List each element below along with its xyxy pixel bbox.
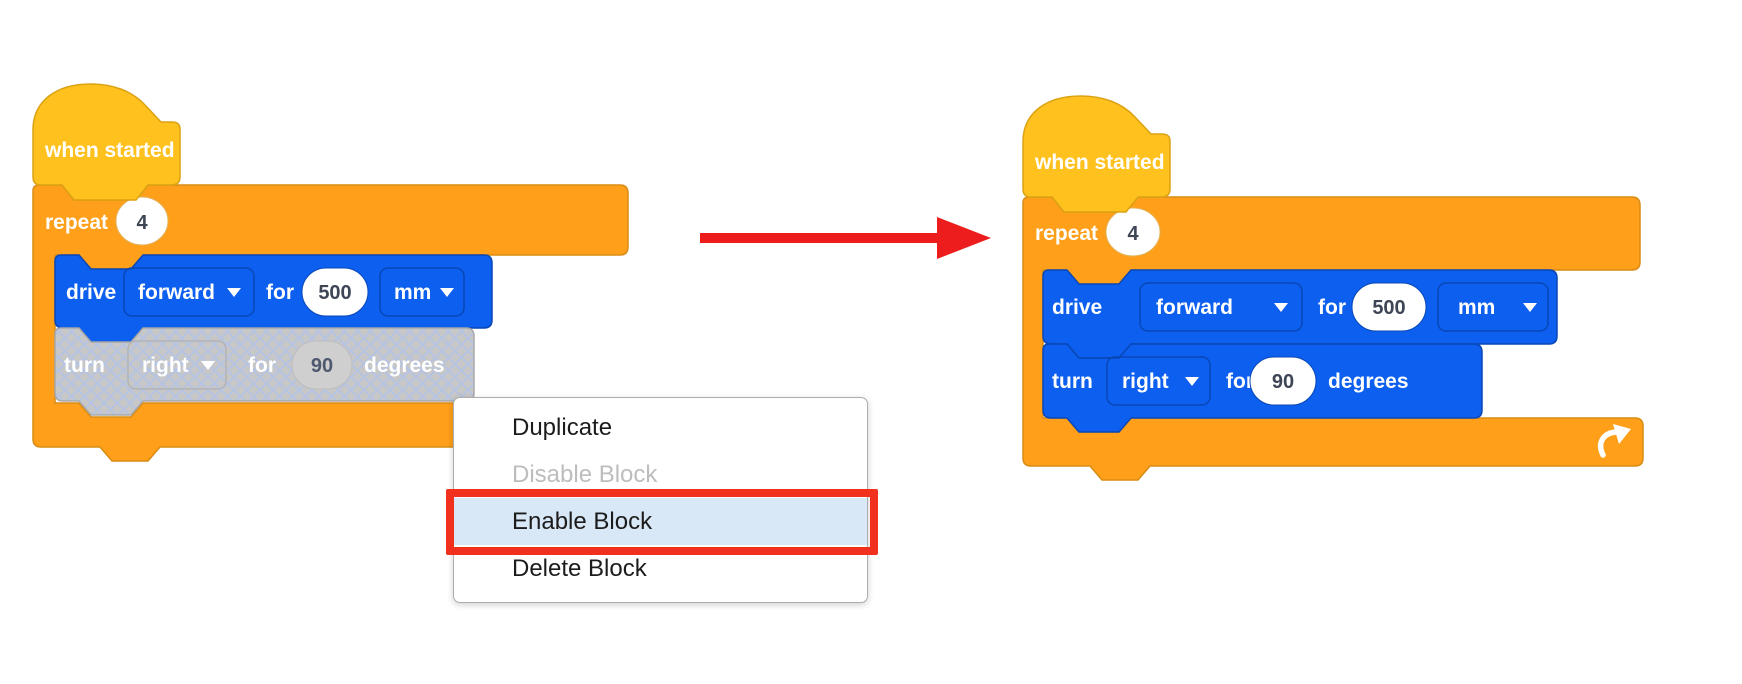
chevron-down-icon <box>201 361 215 370</box>
menu-item-duplicate[interactable]: Duplicate <box>512 413 613 441</box>
turn-angle-left: 90 <box>311 355 333 377</box>
menu-item-disable-block[interactable]: Disable Block <box>512 460 658 488</box>
transition-arrow <box>700 217 991 259</box>
drive-distance-input-left[interactable]: 500 <box>301 267 369 317</box>
when-started-hat-left[interactable] <box>32 83 181 201</box>
repeat-label-right: repeat <box>1035 222 1098 245</box>
turn-label-left: turn <box>64 354 105 377</box>
turn-direction-dropdown-right[interactable]: right <box>1106 356 1211 406</box>
drive-label-left: drive <box>66 281 116 304</box>
repeat-count-right: 4 <box>1127 223 1139 245</box>
drive-block-right[interactable] <box>1042 269 1558 359</box>
chevron-down-icon <box>440 288 454 297</box>
chevron-down-icon <box>1185 377 1199 386</box>
drive-direction-label-left: forward <box>138 281 215 304</box>
turn-direction-dropdown-left[interactable]: right <box>127 340 227 390</box>
menu-item-enable-block[interactable]: Enable Block <box>454 498 867 545</box>
context-menu: Duplicate Disable Block Enable Block Del… <box>453 397 868 603</box>
chevron-down-icon <box>227 288 241 297</box>
turn-for-label-left: for <box>248 354 276 377</box>
drive-direction-dropdown-left[interactable]: forward <box>123 267 255 317</box>
turn-angle-input-right[interactable]: 90 <box>1249 356 1317 406</box>
drive-unit-label-right: mm <box>1458 296 1495 319</box>
turn-unit-label-left: degrees <box>364 354 445 377</box>
drive-unit-dropdown-left[interactable]: mm <box>379 267 465 317</box>
turn-unit-label-right: degrees <box>1328 370 1409 393</box>
turn-for-label-right: for <box>1226 370 1254 393</box>
repeat-count-input-right[interactable]: 4 <box>1105 207 1161 257</box>
drive-for-label-right: for <box>1318 296 1346 319</box>
drive-direction-dropdown-right[interactable]: forward <box>1139 282 1303 332</box>
repeat-block-right[interactable] <box>1022 196 1644 481</box>
turn-angle-right: 90 <box>1272 371 1294 393</box>
when-started-hat-right[interactable] <box>1022 95 1171 213</box>
drive-distance-right: 500 <box>1372 297 1405 319</box>
drive-distance-left: 500 <box>318 282 351 304</box>
chevron-down-icon <box>1274 303 1288 312</box>
repeat-loop-arrow-icon <box>1597 424 1631 458</box>
drive-direction-label-right: forward <box>1156 296 1233 319</box>
drive-unit-dropdown-right[interactable]: mm <box>1437 282 1549 332</box>
repeat-label-left: repeat <box>45 211 108 234</box>
turn-direction-label-left: right <box>142 354 189 377</box>
turn-angle-input-left[interactable]: 90 <box>291 340 353 390</box>
drive-for-label-left: for <box>266 281 294 304</box>
chevron-down-icon <box>1523 303 1537 312</box>
drive-distance-input-right[interactable]: 500 <box>1351 282 1427 332</box>
drive-block-left[interactable] <box>54 254 493 343</box>
turn-label-right: turn <box>1052 370 1093 393</box>
hat-label-left: when started <box>44 139 175 162</box>
repeat-count-left: 4 <box>136 212 148 234</box>
menu-item-delete-block[interactable]: Delete Block <box>512 554 647 582</box>
hat-label-right: when started <box>1034 151 1165 174</box>
drive-label-right: drive <box>1052 296 1102 319</box>
turn-direction-label-right: right <box>1122 370 1169 393</box>
drive-unit-label-left: mm <box>394 281 431 304</box>
repeat-count-input-left[interactable]: 4 <box>115 196 169 246</box>
